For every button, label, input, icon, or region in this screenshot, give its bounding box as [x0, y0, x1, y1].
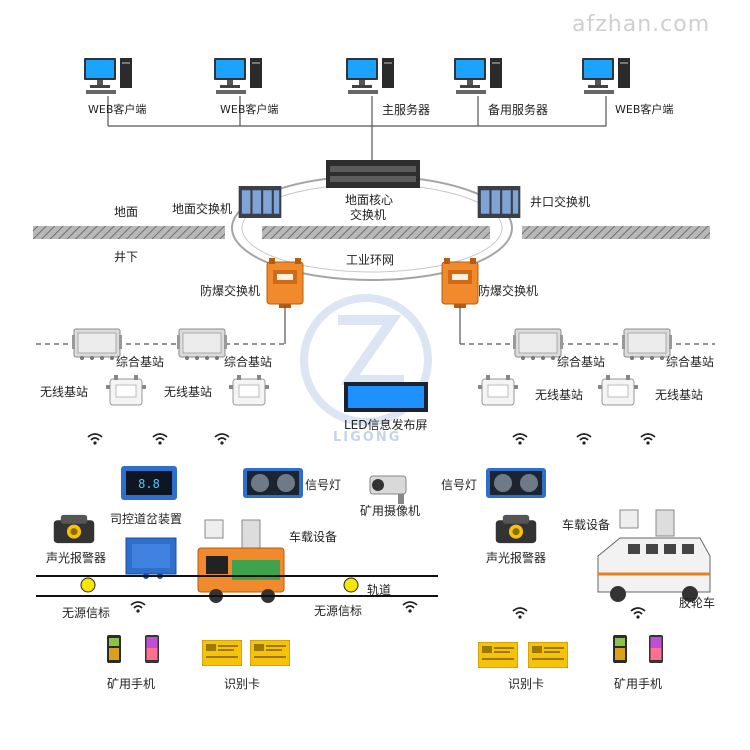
pc-icon	[582, 58, 630, 94]
web-client-label: WEB客户端	[88, 103, 147, 116]
led-screen-icon	[344, 382, 428, 412]
pc-icon	[214, 58, 262, 94]
wifi-icon	[512, 433, 528, 446]
passive-tag-label: 无源信标	[62, 606, 111, 620]
mining-phone-icon	[613, 635, 627, 663]
mining-smartphone-icon	[649, 635, 663, 663]
wifi-icon	[576, 433, 592, 446]
wifi-icon	[512, 607, 528, 620]
well-switch-icon	[477, 186, 521, 218]
wifi-icon	[214, 433, 230, 446]
logo-text: LIGONG	[333, 430, 402, 445]
track-label: 轨道	[367, 583, 392, 597]
watermark: afzhan.com	[572, 12, 711, 37]
sound-light-alarm-label: 声光报警器	[486, 551, 547, 565]
svg-text:8.8: 8.8	[138, 477, 160, 491]
wireless-base-station-icon	[598, 375, 638, 406]
ground-boundary	[522, 226, 710, 239]
sound-light-alarm-label: 声光报警器	[46, 551, 107, 565]
camera-label: 矿用摄像机	[360, 504, 421, 518]
wifi-icon	[130, 601, 146, 614]
integrated-base-station-icon	[622, 328, 672, 361]
core-switch-icon	[326, 160, 420, 188]
explosion-proof-switch-icon	[441, 258, 479, 308]
wireless-base-station-label: 无线基站	[40, 385, 89, 399]
id-card-icon	[478, 642, 518, 668]
backup-server-pc-icon	[454, 58, 502, 94]
integrated-base-station-icon	[177, 328, 227, 361]
lan-bus	[107, 96, 607, 160]
wireless-base-station-icon	[106, 375, 146, 406]
integrated-base-station-label: 综合基站	[666, 355, 715, 369]
id-card-icon	[528, 642, 568, 668]
switch-control-device-label: 司控道岔装置	[110, 512, 183, 526]
integrated-base-station-icon	[72, 328, 122, 361]
vehicle-equipment-label: 车载设备	[562, 518, 611, 532]
wifi-icon	[152, 433, 168, 446]
sound-light-alarm-icon	[495, 514, 537, 544]
ground-boundary	[262, 226, 490, 239]
vehicle-equipment-icon	[619, 509, 675, 537]
track	[36, 575, 438, 597]
wifi-icon	[87, 433, 103, 446]
ground-switch-label: 地面交换机	[172, 202, 233, 216]
signal-light-label: 信号灯	[305, 478, 342, 492]
mining-phone-icon	[107, 635, 121, 663]
wireless-base-station-label: 无线基站	[164, 385, 213, 399]
integrated-base-station-label: 综合基站	[557, 355, 606, 369]
ground-switch-icon	[238, 186, 282, 218]
led-screen-label: LED信息发布屏	[344, 418, 428, 432]
signal-light-icon	[486, 468, 546, 498]
mining-phone-label: 矿用手机	[614, 677, 663, 691]
ligong-logo	[300, 294, 432, 426]
wireless-base-station-icon	[229, 375, 269, 406]
wifi-icon	[402, 601, 418, 614]
ground-label: 地面	[114, 205, 139, 219]
explosion-proof-switch-label: 防爆交换机	[478, 284, 539, 298]
web-client-label: WEB客户端	[220, 103, 279, 116]
camera-icon	[369, 475, 407, 504]
passive-tag-icon	[343, 577, 359, 593]
explosion-proof-switch-icon	[266, 258, 304, 308]
wireless-base-station-label: 无线基站	[535, 388, 584, 402]
id-card-icon	[202, 640, 242, 666]
switch-box-icon	[125, 537, 177, 579]
mining-smartphone-icon	[145, 635, 159, 663]
core-switch-label: 地面核心	[345, 193, 394, 207]
well-switch-label: 井口交换机	[530, 195, 591, 209]
tire-car-icon	[597, 537, 711, 602]
passive-tag-label: 无源信标	[314, 604, 363, 618]
signal-light-icon	[243, 468, 303, 498]
backup-server-label: 备用服务器	[488, 103, 549, 117]
main-server-label: 主服务器	[382, 103, 431, 117]
server-pc-icon	[346, 58, 394, 94]
tire-car-label: 胶轮车	[679, 596, 716, 610]
id-card-label: 识别卡	[224, 677, 261, 691]
vehicle-equipment-icon	[204, 519, 261, 549]
integrated-base-station-icon	[513, 328, 563, 361]
wireless-base-station-label: 无线基站	[655, 388, 704, 402]
ring-network-label: 工业环网	[346, 253, 395, 267]
underground-label: 井下	[114, 250, 139, 264]
signal-light-label: 信号灯	[441, 478, 478, 492]
integrated-base-station-label: 综合基站	[116, 355, 165, 369]
mining-phone-label: 矿用手机	[107, 677, 156, 691]
ground-boundary	[33, 226, 225, 239]
sound-light-alarm-icon	[53, 514, 95, 544]
backbone-drops	[284, 306, 461, 344]
id-card-icon	[250, 640, 290, 666]
wifi-icon	[630, 607, 646, 620]
vehicle-equipment-label: 车载设备	[289, 530, 338, 544]
web-client-label: WEB客户端	[615, 103, 674, 116]
wireless-base-station-icon	[478, 375, 518, 406]
explosion-proof-switch-label: 防爆交换机	[200, 284, 261, 298]
pc-icon	[84, 58, 132, 94]
passive-tag-icon	[80, 577, 96, 593]
id-card-label: 识别卡	[508, 677, 545, 691]
core-switch-label-2: 交换机	[350, 208, 387, 222]
wifi-icon	[640, 433, 656, 446]
integrated-base-station-label: 综合基站	[224, 355, 273, 369]
switch-control-device-icon: 8.8	[121, 466, 177, 500]
